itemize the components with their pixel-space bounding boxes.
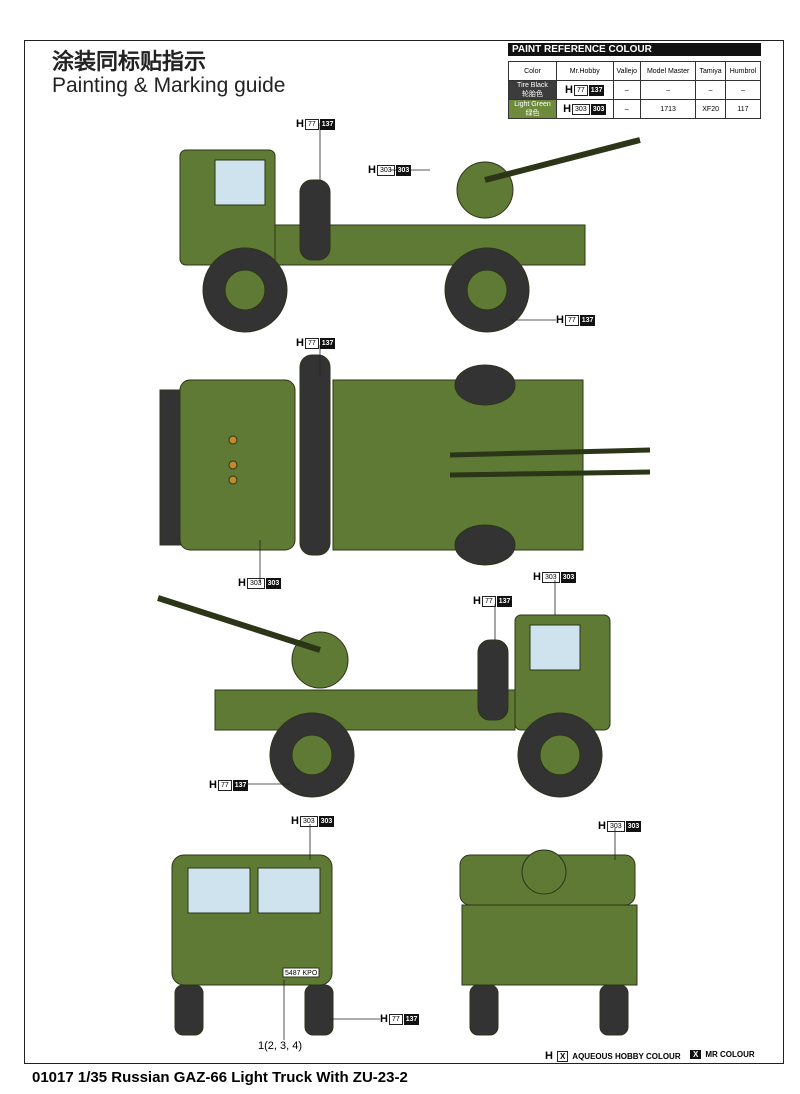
license-plate: 5487 KPO — [285, 970, 318, 977]
paint-table-title: PAINT REFERENCE COLOUR — [508, 43, 761, 56]
cell: 117 — [724, 99, 762, 119]
side-view-right — [157, 595, 611, 798]
cell: 1713 — [639, 99, 697, 119]
guide-frame — [24, 40, 784, 1064]
rear-view — [459, 849, 638, 1036]
side-view-left — [179, 137, 641, 333]
footer-title: 01017 1/35 Russian GAZ-66 Light Truck Wi… — [32, 1069, 408, 1086]
paint-reference-table: PAINT REFERENCE COLOUR Color Mr.Hobby Va… — [508, 43, 762, 119]
cell: – — [612, 99, 641, 119]
part-number-label: 1(2, 3, 4) — [258, 1040, 303, 1052]
cell: XF20 — [695, 99, 726, 119]
title-chinese: 涂装同标贴指示 — [52, 50, 207, 75]
front-view — [171, 854, 334, 1036]
top-view — [159, 354, 651, 566]
title-english: Painting & Marking guide — [52, 74, 286, 97]
